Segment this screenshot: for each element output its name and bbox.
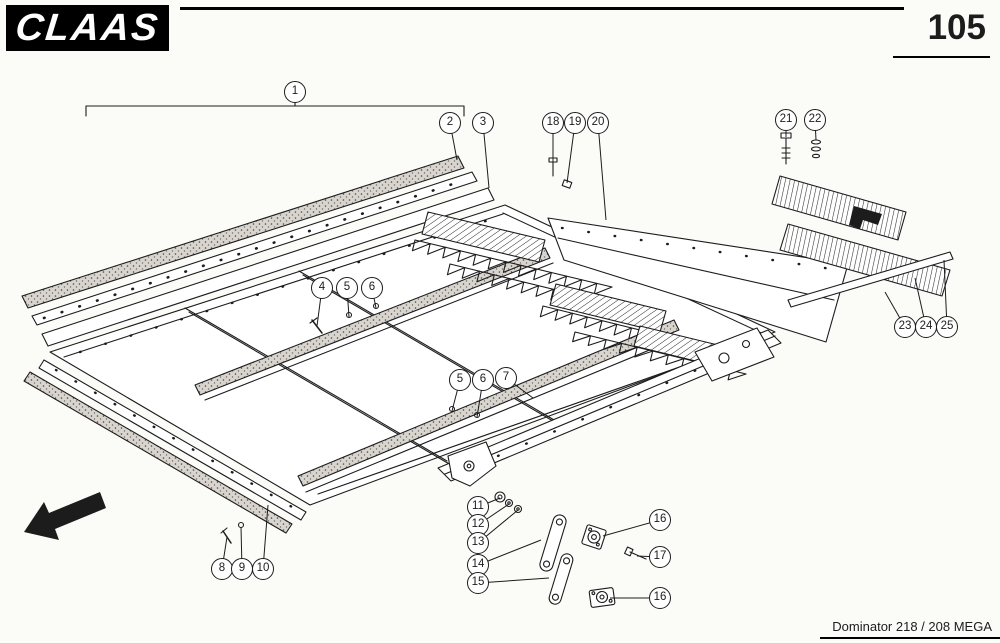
bearing-flange-16b (588, 587, 616, 608)
grain-pan-frame (49, 204, 776, 506)
group-bracket (85, 105, 465, 117)
comb-panel-lower (779, 223, 951, 297)
side-channel (437, 327, 782, 487)
top-rail (31, 171, 478, 326)
comb-bracket (849, 206, 882, 229)
comb-panel-upper (771, 175, 907, 241)
hanger-link-15 (548, 553, 574, 605)
sawtooth-edge-1 (411, 239, 613, 295)
hanger-link-14 (539, 514, 567, 572)
hanger-parts (494, 491, 647, 608)
header-rule (180, 7, 904, 10)
direction-arrow-icon (24, 492, 106, 540)
bolt-17 (624, 546, 647, 560)
pan-outline (49, 204, 776, 506)
bearing-flange-16a (581, 524, 607, 550)
bottom-rail-group (23, 359, 307, 534)
brand-logo: CLAAS (6, 5, 169, 51)
washer-11 (494, 491, 506, 503)
rail-fasteners (220, 302, 481, 544)
model-caption-text: Dominator 218 / 208 MEGA (832, 619, 992, 634)
page-number: 105 (927, 8, 986, 47)
sieve-comb-panels (771, 132, 954, 308)
interior-seal-rail-2 (297, 319, 680, 487)
seal-rail-group (21, 155, 495, 347)
interior-seal-rail-1 (194, 247, 551, 396)
second-rail (41, 187, 495, 347)
drive-bracket (694, 327, 775, 382)
corrugated-section-1 (421, 211, 546, 263)
page-number-rule (893, 56, 990, 58)
washer-13 (513, 504, 523, 514)
seal-strip (21, 155, 465, 309)
comb-rail (787, 251, 954, 308)
cover-panel (547, 217, 849, 343)
model-caption: Dominator 218 / 208 MEGA (820, 619, 1000, 639)
washer-22 (810, 139, 822, 145)
